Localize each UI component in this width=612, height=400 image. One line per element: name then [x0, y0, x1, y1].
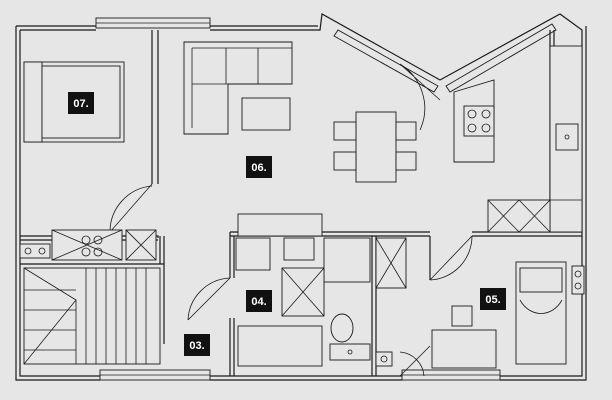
dining-table — [355, 111, 397, 183]
bathtub — [237, 325, 323, 367]
windows — [95, 17, 557, 381]
svg-text:06.: 06. — [251, 162, 266, 174]
svg-text:03.: 03. — [189, 340, 204, 352]
desk-chair — [451, 305, 473, 327]
room-label-06: 06. — [246, 156, 272, 178]
cooktop — [463, 105, 495, 137]
kitchen — [453, 45, 583, 233]
door-05 — [429, 235, 473, 281]
desk — [431, 329, 497, 369]
coffee-table — [241, 97, 291, 131]
stairs — [23, 267, 161, 365]
room-label-04: 04. — [246, 290, 272, 312]
living-06-furniture — [183, 41, 417, 183]
kitchen-cabinet-low — [487, 199, 551, 233]
door-bath — [399, 345, 431, 377]
window-angled-right — [445, 23, 557, 93]
kitchen-sink — [555, 123, 579, 151]
washer — [19, 243, 51, 259]
room-label-07: 07. — [68, 92, 94, 114]
bedroom-07-furniture — [23, 61, 125, 143]
door-07 — [109, 183, 153, 233]
door-03 — [187, 277, 231, 321]
exterior-walls — [15, 13, 587, 381]
svg-text:07.: 07. — [73, 98, 88, 110]
washbasin — [329, 343, 371, 361]
room-labels: 07. 06. 04. 05. 03. — [68, 92, 506, 356]
svg-text:05.: 05. — [485, 294, 500, 306]
wardrobe-top — [237, 213, 323, 237]
room-05-furniture — [375, 261, 585, 369]
doors — [109, 63, 473, 377]
svg-text:04.: 04. — [251, 296, 266, 308]
toilet — [330, 313, 354, 343]
window-angled-left — [333, 29, 439, 93]
door-entrance — [399, 63, 441, 131]
utility-strip — [19, 229, 157, 261]
room-04-fixtures — [235, 213, 407, 367]
dryer — [571, 265, 585, 295]
room-label-05: 05. — [480, 288, 506, 310]
bath-heater — [375, 351, 393, 367]
room-label-03: 03. — [184, 334, 210, 356]
